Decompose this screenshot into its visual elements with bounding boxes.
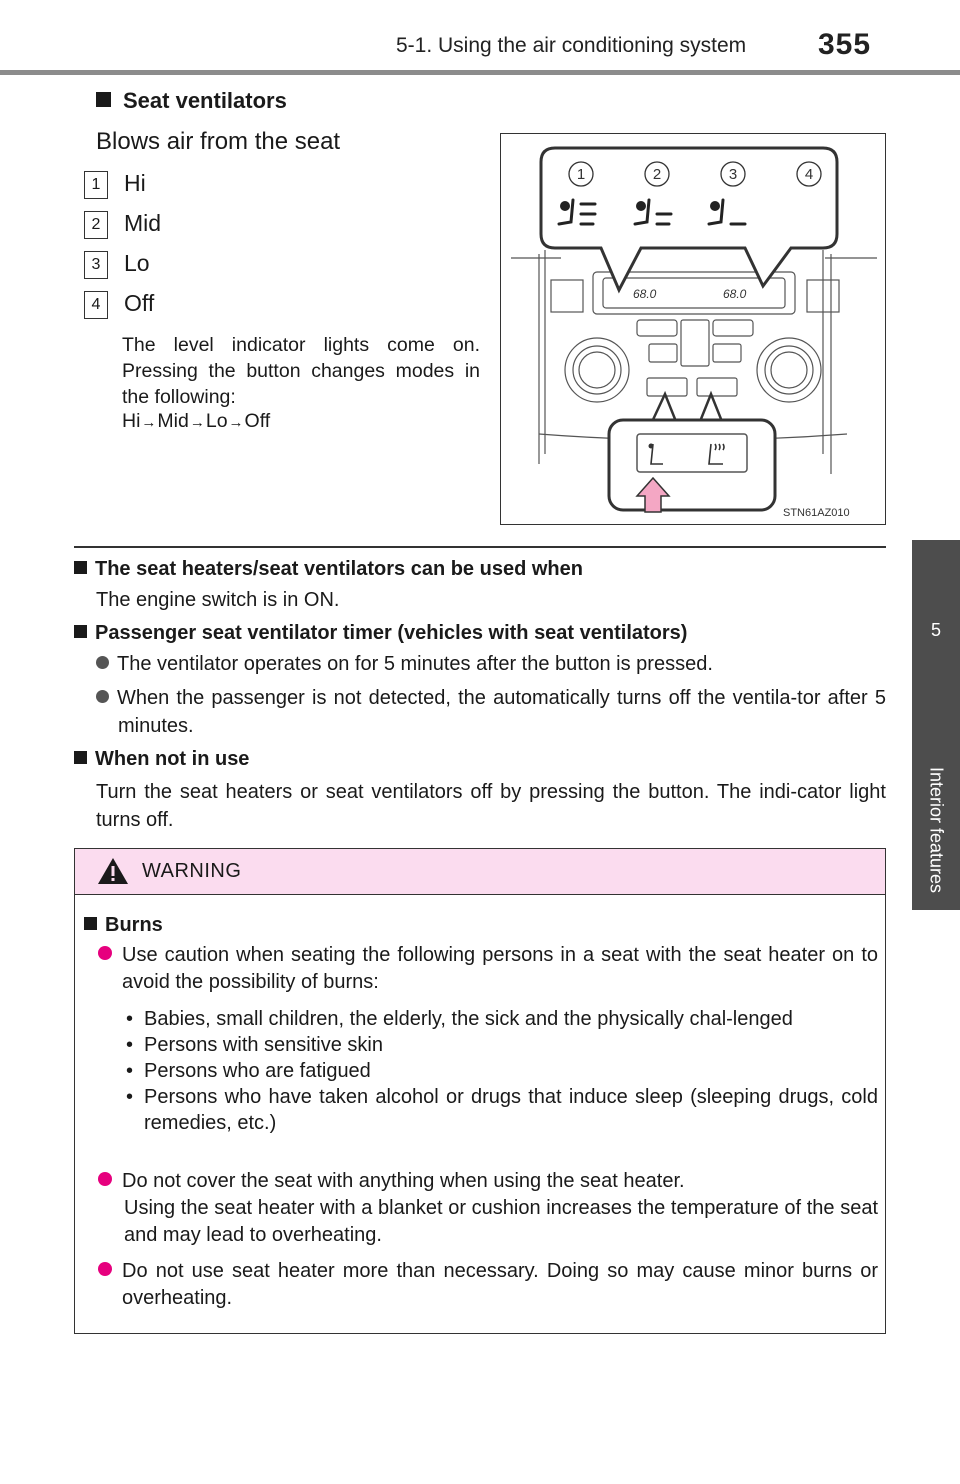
warning-bullet-text: Do not cover the seat with anything when…: [122, 1170, 685, 1192]
seq-step: Mid: [157, 410, 189, 432]
callout-circle-4: [796, 161, 822, 187]
note-bullet: When the passenger is not detected, the …: [96, 684, 886, 740]
arrow-right-icon: →: [228, 414, 244, 431]
persons-list: Babies, small children, the elderly, the…: [124, 1006, 878, 1136]
press-arrow-icon: [635, 476, 671, 513]
warning-bullet: Do not use seat heater more than necessa…: [98, 1258, 878, 1312]
section-intro: Blows air from the seat: [96, 128, 341, 155]
seat-vent-mid-icon: [633, 198, 673, 226]
bullet-text: When the passenger is not detected, the …: [117, 687, 886, 737]
warning-bullet-continuation: Using the seat heater with a blanket or …: [124, 1197, 878, 1246]
warning-box: [74, 848, 886, 1334]
mode-item: 1 Hi: [84, 168, 146, 199]
callout-circle-2: [644, 161, 670, 187]
note-text: Turn the seat heaters or seat ventilator…: [96, 781, 886, 831]
warning-bullet: Do not cover the seat with anything when…: [98, 1168, 878, 1195]
illustration-code: STN61AZ010: [783, 507, 850, 519]
note-heading: Passenger seat ventilator timer (vehicle…: [74, 622, 687, 645]
warning-heading-text: Burns: [105, 914, 163, 936]
seq-step: Lo: [205, 410, 228, 432]
mode-item: 2 Mid: [84, 208, 162, 239]
mode-label: Mid: [124, 210, 162, 236]
chapter-side-tab: [912, 540, 960, 910]
persons-item: Persons with sensitive skin: [124, 1032, 878, 1058]
header-rule: [0, 70, 960, 75]
mode-description: The level indicator lights come on. Pres…: [122, 334, 480, 408]
callout-num: 2: [653, 166, 661, 183]
callout-circle-3: [720, 161, 746, 187]
persons-item: Persons who have taken alcohol or drugs …: [124, 1084, 878, 1136]
switch-panel: [636, 433, 748, 473]
note-heading-text: When not in use: [95, 748, 250, 770]
note-heading-text: Passenger seat ventilator timer (vehicle…: [95, 622, 688, 644]
mode-label: Hi: [124, 170, 146, 196]
note-heading-text: The seat heaters/seat ventilators can be…: [95, 558, 583, 580]
seat-vent-hi-icon: [557, 198, 597, 226]
mode-item: 4 Off: [84, 288, 155, 319]
pink-bullet-icon: [98, 1172, 112, 1186]
bullet-text: The ventilator operates on for 5 minutes…: [117, 653, 713, 675]
chapter-number: 5: [930, 620, 941, 640]
number-box: 4: [84, 290, 108, 319]
arrow-right-icon: →: [141, 414, 157, 431]
callout-num: 1: [577, 166, 585, 183]
seq-step: Off: [244, 410, 271, 432]
heading-square-icon: [84, 917, 97, 930]
mode-label: Off: [124, 290, 155, 316]
control-panel-illustration: 68.0 68.0 1 2 3 4: [500, 133, 886, 525]
pink-bullet-icon: [98, 946, 112, 960]
chapter-label: Interior features: [926, 766, 947, 894]
number-box: 1: [84, 170, 108, 199]
bullet-dot-icon: [96, 656, 109, 669]
seat-vent-level-icons: [557, 198, 747, 226]
mode-item: 3 Lo: [84, 248, 150, 279]
heading-square-icon: [74, 561, 87, 574]
mode-sequence: Hi→Mid→Lo→Off: [122, 410, 270, 433]
mode-label: Lo: [124, 250, 150, 276]
warning-bullet: Use caution when seating the following p…: [98, 942, 878, 996]
warning-header: [75, 849, 885, 895]
heading-square-icon: [74, 751, 87, 764]
warning-bullet-text: Use caution when seating the following p…: [122, 944, 878, 993]
persons-item: Persons who are fatigued: [124, 1058, 878, 1084]
section-heading: Seat ventilators: [96, 88, 287, 114]
pink-bullet-icon: [98, 1262, 112, 1276]
section-heading-text: Seat ventilators: [123, 88, 287, 113]
number-box: 3: [84, 250, 108, 279]
display-temp-right: 68.0: [723, 287, 747, 301]
note-bullet: The ventilator operates on for 5 minutes…: [96, 650, 886, 678]
seq-step: Hi: [122, 410, 141, 432]
header-section-title: 5-1. Using the air conditioning system: [396, 34, 747, 57]
notes-rule: [74, 546, 886, 548]
heading-square-icon: [96, 92, 111, 107]
bullet-dot-icon: [96, 690, 109, 703]
control-panel-drawing: 68.0 68.0 1 2 3 4: [511, 146, 877, 519]
page-number: 355: [818, 28, 872, 61]
heading-square-icon: [74, 625, 87, 638]
note-heading: When not in use: [74, 748, 249, 771]
callout-num: 3: [729, 166, 737, 183]
note-text: The engine switch is in ON.: [96, 589, 340, 611]
seat-vent-lo-icon: [707, 198, 747, 226]
seat-heater-switch-icons: [648, 443, 725, 465]
warning-bullet-text: Do not use seat heater more than necessa…: [122, 1260, 878, 1309]
callout-circle-1: [568, 161, 594, 187]
note-heading: The seat heaters/seat ventilators can be…: [74, 558, 583, 581]
callout-balloon: [539, 146, 839, 294]
persons-item: Babies, small children, the elderly, the…: [124, 1006, 878, 1032]
warning-label: WARNING: [142, 860, 242, 882]
arrow-right-icon: →: [189, 414, 205, 431]
number-box: 2: [84, 210, 108, 239]
warning-triangle-icon: [98, 858, 128, 884]
callout-num: 4: [805, 166, 813, 183]
warning-heading: Burns: [84, 914, 163, 937]
display-temp-left: 68.0: [633, 287, 657, 301]
